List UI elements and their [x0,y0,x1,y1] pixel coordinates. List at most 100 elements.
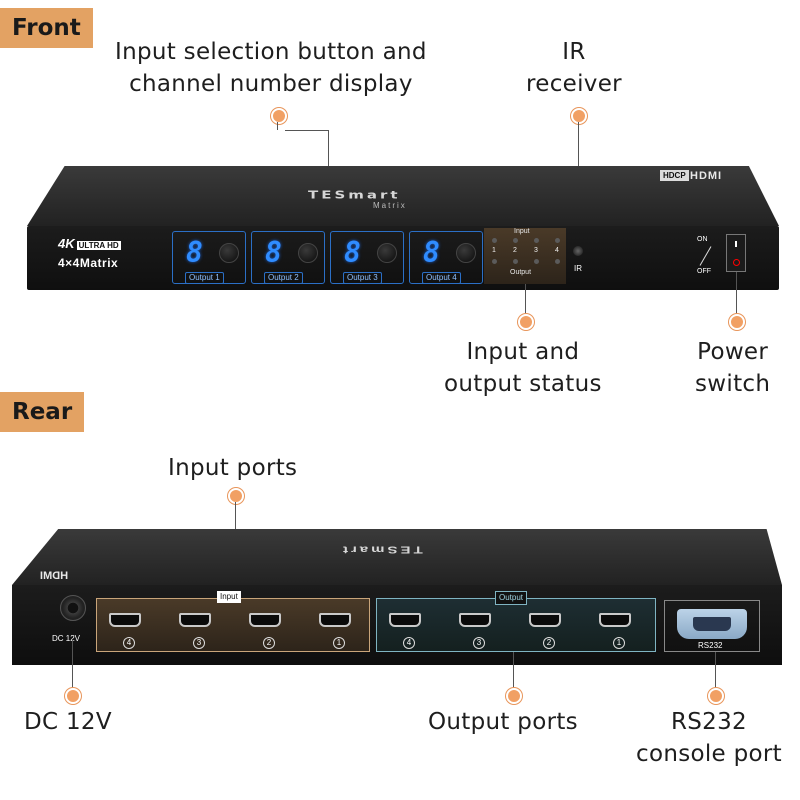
hdmi-input-port[interactable] [179,613,211,627]
hdmi-output-port[interactable] [529,613,561,627]
status-led [492,238,497,243]
ir-receiver-icon [573,246,583,256]
callout-line: RS232 [670,709,747,735]
callout-rs232: RS232 console port [636,706,782,770]
port-number: 1 [333,637,345,649]
status-panel: Input 1 2 3 4 Output [484,228,566,284]
output-selector-3: 8 Output 3 [330,231,404,284]
logo-uhd: ULTRA HD [76,241,121,250]
hdmi-logo: HDMI [690,170,723,182]
leader-line [72,640,73,692]
port-number: 2 [543,637,555,649]
dc-power-jack[interactable] [60,595,86,621]
power-on-mark [735,241,737,247]
channel-display: 8 [423,236,440,269]
channel-display: 8 [344,236,361,269]
status-number: 1 [492,247,496,254]
front-brand-sub: Matrix [373,201,407,210]
callout-dot [571,108,587,124]
output-selector-4: 8 Output 4 [409,231,483,284]
port-number: 4 [123,637,135,649]
ir-label: IR [574,264,582,273]
input-select-button[interactable] [219,243,239,263]
hdcp-badge: HDCP [660,170,689,181]
callout-line: switch [695,371,771,397]
callout-dot [729,314,745,330]
status-number: 3 [534,247,538,254]
output-label: Output 2 [264,272,303,284]
power-off-mark [733,259,740,266]
front-tag: Front [0,8,93,48]
output-label: Output 1 [185,272,224,284]
channel-display: 8 [265,236,282,269]
input-select-button[interactable] [456,243,476,263]
status-led [534,238,539,243]
leader-line [513,652,514,692]
callout-line: IR [562,39,586,65]
callout-input-ports: Input ports [168,452,297,484]
port-number: 3 [193,637,205,649]
callout-dot [271,108,287,124]
leader-line [285,130,328,131]
callout-dot [506,688,522,704]
rear-brand: TESmart [340,543,423,556]
rear-tag: Rear [0,392,85,432]
port-number: 1 [613,637,625,649]
output-selector-1: 8 Output 1 [172,231,246,284]
hdmi-output-port[interactable] [389,613,421,627]
channel-display: 8 [186,236,203,269]
callout-line: Power [697,339,769,365]
input-port-panel: Input 4 3 2 1 [96,591,370,652]
rs232-pins [693,617,731,631]
leader-line [715,652,716,692]
callout-dot [518,314,534,330]
hdmi-input-port[interactable] [249,613,281,627]
output-label: Output 3 [343,272,382,284]
port-number: 2 [263,637,275,649]
status-number: 2 [513,247,517,254]
front-device-top [27,166,779,226]
rear-device-top [12,529,782,585]
callout-line: output status [444,371,602,397]
status-led [534,259,539,264]
callout-input-selection: Input selection button and channel numbe… [115,36,427,100]
hdmi-output-port[interactable] [599,613,631,627]
output-port-panel: Output 4 3 2 1 [376,591,656,652]
status-number: 4 [555,247,559,254]
rs232-label: RS232 [698,641,723,650]
leader-line [277,122,278,130]
callout-line: console port [636,741,782,767]
callout-dot [65,688,81,704]
rear-hdmi-logo: HDMI [40,570,69,582]
off-label: OFF [697,268,711,275]
hdmi-input-port[interactable] [109,613,141,627]
callout-line: DC 12V [24,709,112,735]
dc-label: DC 12V [52,634,81,643]
callout-line: Input ports [168,455,298,481]
leader-line [736,272,737,318]
input-select-button[interactable] [298,243,318,263]
callout-line: Output ports [428,709,578,735]
output-panel-title: Output [495,591,528,605]
hdmi-output-port[interactable] [459,613,491,627]
leader-line [525,284,526,318]
rs232-connector[interactable] [677,609,747,639]
callout-dc: DC 12V [24,706,112,738]
status-led [513,238,518,243]
callout-status: Input and output status [444,336,602,400]
status-led [555,259,560,264]
hdmi-input-port[interactable] [319,613,351,627]
callout-dot [228,488,244,504]
callout-line: Input selection button and [115,39,427,65]
power-switch[interactable] [726,234,746,272]
callout-output-ports: Output ports [428,706,578,738]
status-led [492,259,497,264]
input-select-button[interactable] [377,243,397,263]
callout-line: receiver [526,71,622,97]
output-selector-2: 8 Output 2 [251,231,325,284]
front-brand: TESmart [308,188,401,202]
callout-ir-receiver: IR receiver [526,36,622,100]
port-number: 3 [473,637,485,649]
status-input-label: Input [514,228,530,235]
